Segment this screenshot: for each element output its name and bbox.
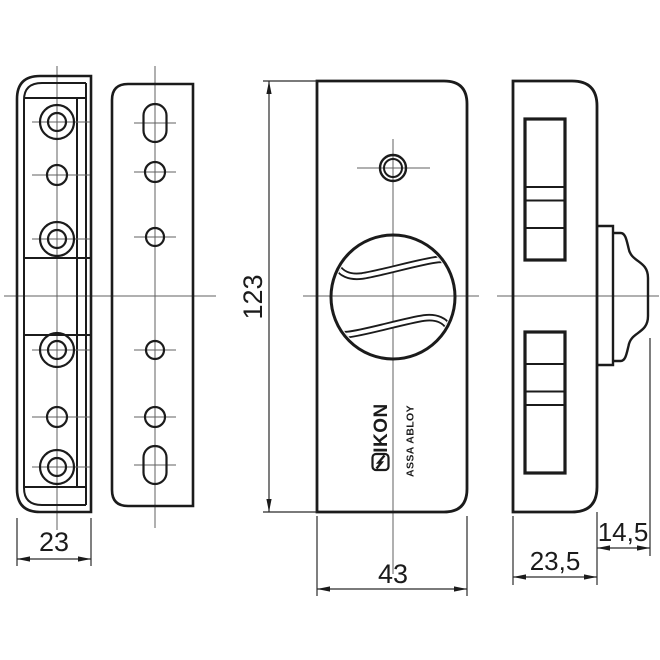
- slot-hole-top: [142, 102, 168, 144]
- plate-front-view: [110, 82, 195, 508]
- bolt-slot-upper: [523, 117, 567, 262]
- body-side-outline: [511, 79, 599, 514]
- plate-front-outline: [110, 82, 195, 508]
- brand-parent-text: ASSA ABLOY: [405, 405, 417, 477]
- slot-hole-bottom: [142, 444, 168, 486]
- arrowhead-icon: [454, 586, 467, 592]
- arrowhead-icon: [597, 545, 610, 551]
- dim-label-body-depth: 23,5: [530, 546, 581, 576]
- hole-crosshairs-view1: [32, 121, 90, 468]
- body-outline: [315, 79, 469, 514]
- arrowhead-icon: [266, 81, 272, 94]
- ikon-bolt-icon: [375, 454, 386, 470]
- brand-marking: IKON ASSA ABLOY: [371, 403, 417, 477]
- bolt-slot-lower: [523, 330, 567, 475]
- arrowhead-icon: [78, 556, 91, 562]
- dim-label-faceplate-width: 43: [378, 559, 408, 589]
- dimension-faceplate-width: 43: [316, 516, 468, 596]
- dimension-plate-width: 23: [16, 518, 92, 566]
- arrowhead-icon: [266, 499, 272, 512]
- dim-label-overall-height: 123: [238, 274, 268, 319]
- knob-flange-profile: [597, 224, 615, 367]
- plate-front-holes: [142, 102, 168, 486]
- arrowhead-icon: [637, 545, 650, 551]
- lock-body-front-view: IKON ASSA ABLOY: [315, 79, 469, 514]
- small-hole: [45, 163, 69, 187]
- dimension-knob-projection: 14,5: [597, 338, 651, 556]
- countersunk-holes: [38, 103, 76, 486]
- arrowhead-icon: [584, 574, 597, 580]
- lock-body-side-view: [511, 79, 650, 514]
- dim-label-plate-width: 23: [39, 527, 69, 557]
- small-hole: [45, 405, 69, 429]
- knob-outline: [329, 233, 457, 361]
- dimension-body-depth: 23,5: [512, 512, 598, 585]
- brand-logo-text: IKON: [371, 403, 392, 453]
- arrowhead-icon: [317, 586, 330, 592]
- plate-side-inner-contour: [23, 82, 86, 506]
- plate-side-outline: [15, 74, 93, 514]
- spindle-hole: [378, 153, 408, 183]
- knob-side-profile: [613, 231, 650, 363]
- centerlines: [4, 66, 659, 574]
- spindle-hole-inner: [383, 158, 403, 178]
- arrowhead-icon: [513, 574, 526, 580]
- dimension-annotations: 23 123 43 23,5: [16, 80, 651, 596]
- hole-crosshairs-view2: [134, 122, 176, 466]
- dimension-overall-height: 123: [238, 80, 317, 513]
- plate-side-view: [15, 74, 93, 514]
- dim-label-knob-projection: 14,5: [598, 517, 649, 547]
- arrowhead-icon: [17, 556, 30, 562]
- ikon-logo-icon: [371, 452, 390, 472]
